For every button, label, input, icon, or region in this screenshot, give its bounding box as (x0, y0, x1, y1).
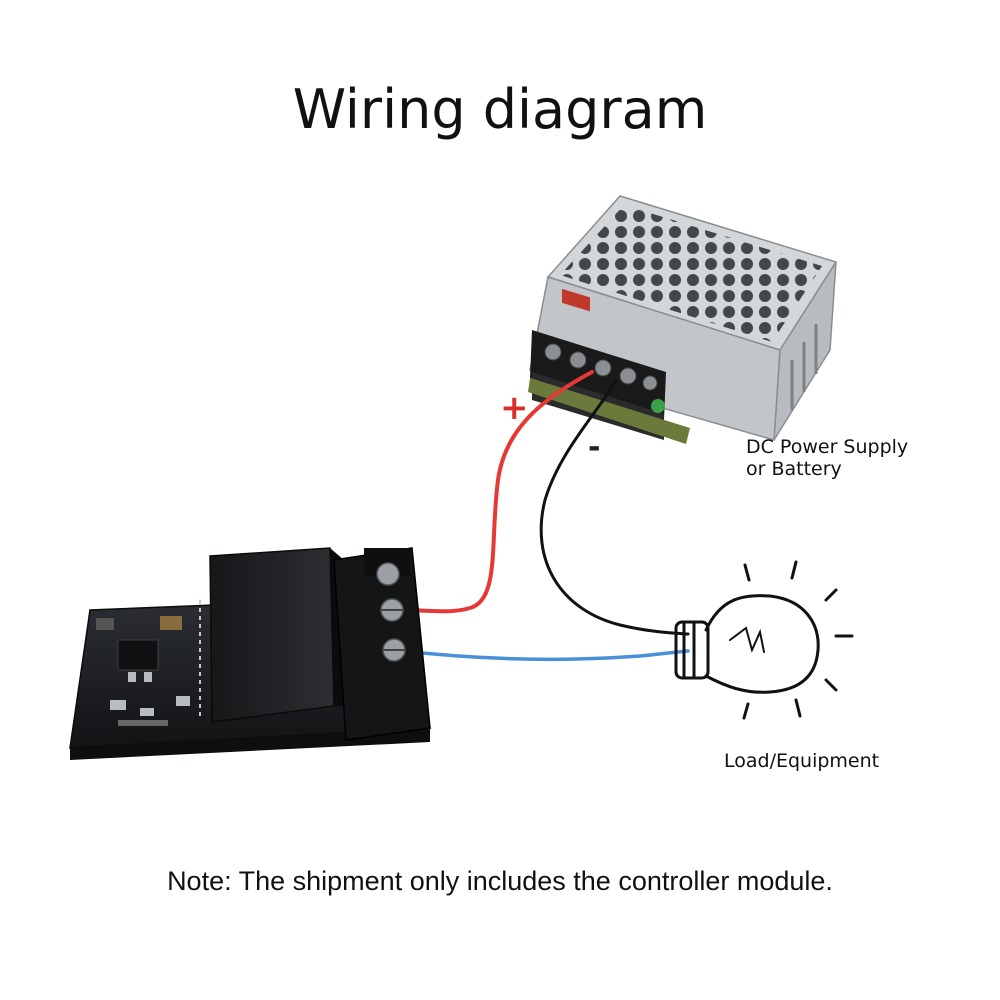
power-supply-label-line1: DC Power Supply (746, 436, 909, 458)
power-supply-label-line2: or Battery (746, 458, 842, 480)
power-supply-label: DC Power Supply or Battery (746, 436, 908, 480)
positive-polarity-label: + (500, 388, 529, 428)
negative-polarity-label: - (588, 430, 601, 465)
load-label: Load/Equipment (724, 750, 880, 772)
relay-module-icon (69, 547, 432, 760)
positive-wire (398, 370, 594, 614)
page-title: Wiring diagram (292, 78, 708, 141)
shipment-note: Note: The shipment only includes the con… (167, 866, 833, 896)
power-supply-icon (528, 195, 838, 444)
signal-wire (393, 648, 690, 662)
light-bulb-icon (674, 560, 854, 720)
negative-wire (539, 378, 690, 636)
